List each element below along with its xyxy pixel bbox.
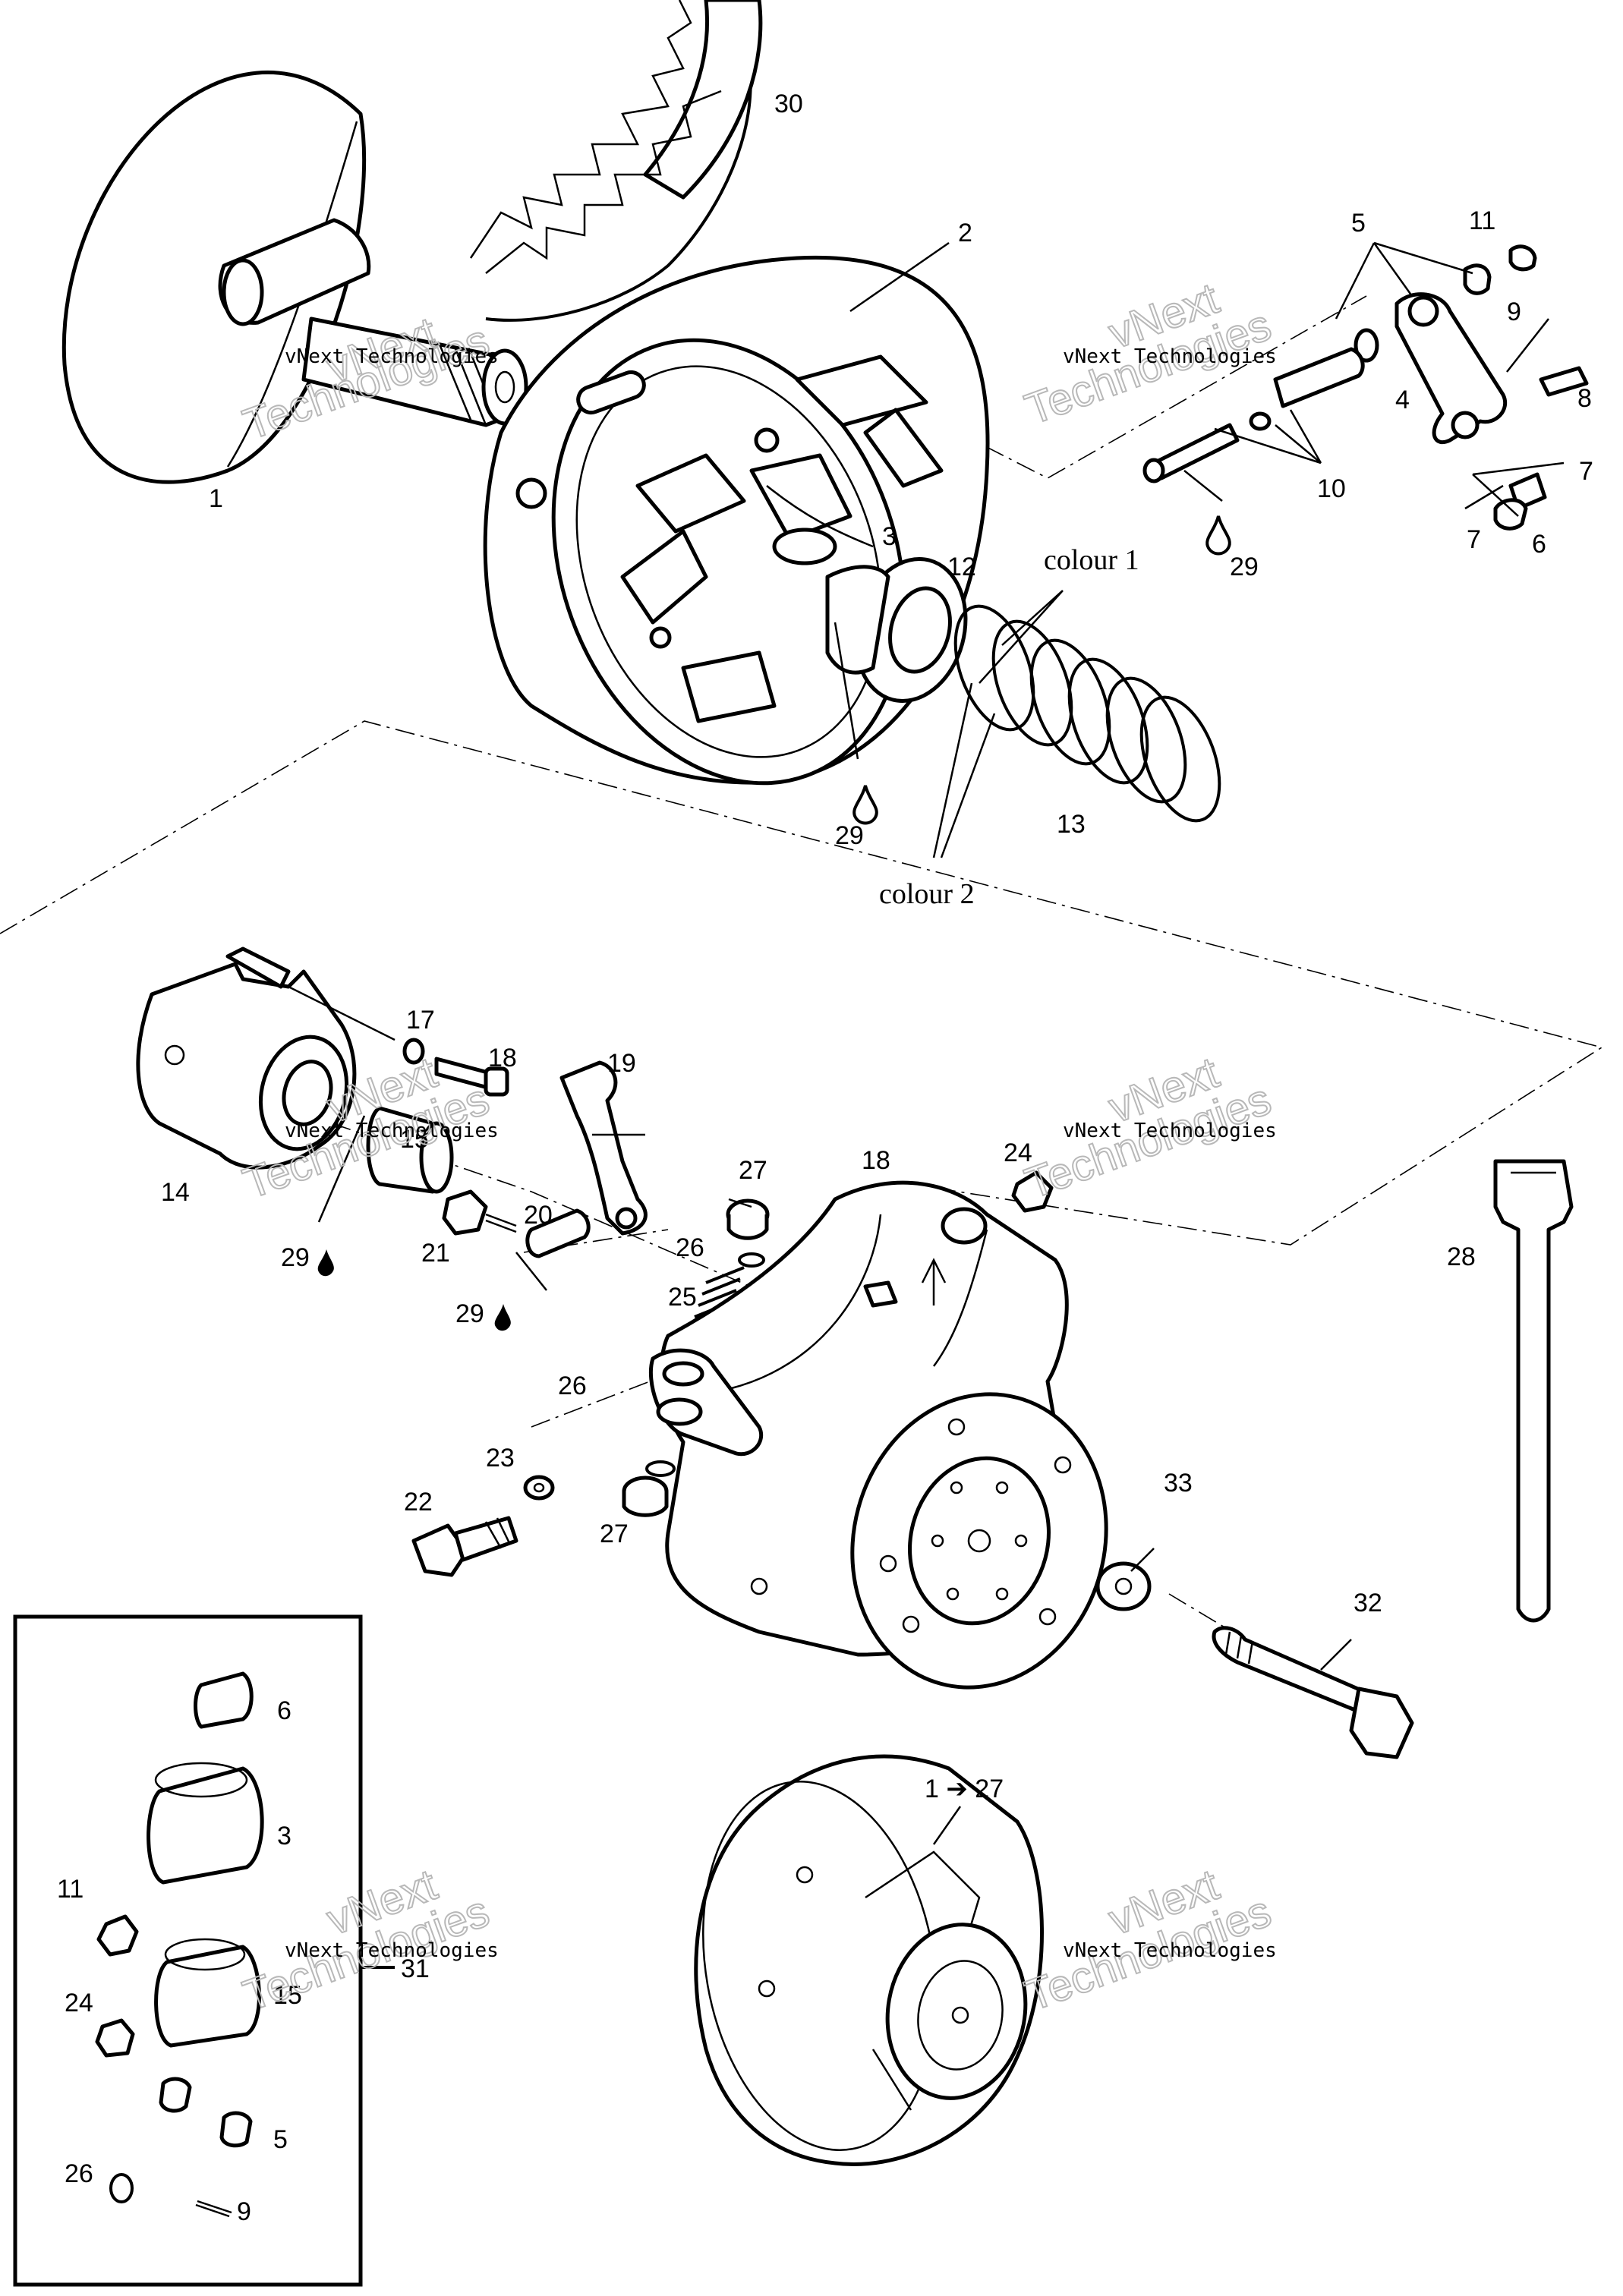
spring-cup-part [825, 556, 968, 704]
label-part-7-left: 7 [1467, 525, 1481, 554]
grease-drop-icon [494, 1304, 511, 1331]
svg-text:vNext Technologies: vNext Technologies [1063, 1120, 1277, 1142]
label-part-27-bottom: 27 [600, 1520, 629, 1548]
watermark-5: vNext Technologies vNext Technologies [236, 1859, 499, 2021]
label-part-27-top: 27 [739, 1156, 767, 1185]
grease-drop-icon [317, 1249, 334, 1277]
kit-item-9: 9 [237, 2197, 251, 2226]
label-part-33: 33 [1164, 1469, 1193, 1498]
label-colour-1: colour 1 [1044, 544, 1139, 576]
watermark-4: vNext Technologies vNext Technologies [1018, 1047, 1278, 1209]
kit-title: 31 [401, 1954, 430, 1983]
svg-text:vNext Technologies: vNext Technologies [285, 1939, 499, 1962]
part-labels: 1 2 3 4 5 6 7 7 8 9 10 11 12 13 14 15 17… [161, 90, 1593, 1803]
kit-item-6: 6 [277, 1696, 292, 1725]
kit-item-5: 5 [273, 2125, 288, 2154]
svg-text:vNext Technologies: vNext Technologies [1063, 345, 1277, 368]
label-part-7-right: 7 [1579, 457, 1593, 486]
spider-part [136, 946, 396, 1170]
svg-text:vNext Technologies: vNext Technologies [285, 1120, 499, 1142]
label-part-18-bolt: 18 [488, 1044, 517, 1072]
svg-text:vNext Technologies: vNext Technologies [1063, 1939, 1277, 1962]
roller-arm-linkage [1142, 244, 1589, 531]
kit-item-11: 11 [57, 1875, 84, 1904]
hardware-parts [411, 1159, 1574, 1759]
governor-cup-part [648, 1180, 1108, 1690]
label-part-15: 15 [400, 1125, 429, 1154]
label-part-29-b: 29 [835, 821, 864, 850]
kit-item-24: 24 [65, 1989, 93, 2017]
label-part-22: 22 [404, 1488, 433, 1516]
label-part-11: 11 [1469, 206, 1495, 235]
kit-item-15: 15 [273, 1981, 302, 2010]
label-part-2: 2 [958, 219, 972, 247]
kit-box [13, 1614, 395, 2287]
label-part-28: 28 [1447, 1242, 1476, 1271]
label-part-25: 25 [668, 1283, 697, 1312]
kit-item-3: 3 [277, 1822, 292, 1850]
spring-part [953, 604, 1221, 823]
assembled-clutch [694, 1754, 1044, 2166]
label-assembly: 1 ➔ 27 [925, 1775, 1004, 1803]
watermark-6: vNext Technologies vNext Technologies [1018, 1859, 1278, 2021]
lubricant-drop-icons [317, 515, 1231, 1331]
fixed-sheave-part [61, 71, 528, 484]
label-part-4: 4 [1395, 386, 1410, 414]
label-part-26-top: 26 [676, 1233, 704, 1262]
kit-item-26: 26 [65, 2159, 93, 2188]
label-part-20: 20 [524, 1201, 553, 1230]
label-part-32: 32 [1354, 1589, 1382, 1617]
watermark-2: vNext Technologies vNext Technologies [1018, 272, 1278, 435]
grease-drop-icon [1205, 515, 1231, 556]
kit-labels: 6 3 11 15 24 5 26 9 31 [57, 1696, 430, 2226]
label-part-1: 1 [209, 484, 223, 513]
label-part-24: 24 [1004, 1139, 1032, 1167]
label-part-30: 30 [774, 90, 803, 118]
label-part-12: 12 [947, 553, 976, 581]
label-part-13: 13 [1057, 810, 1086, 839]
label-part-21: 21 [421, 1239, 450, 1268]
label-part-29-a: 29 [1230, 553, 1259, 581]
label-part-18-cup: 18 [862, 1146, 890, 1175]
label-part-29-c: 29 [281, 1243, 310, 1272]
label-part-14: 14 [161, 1178, 190, 1207]
leader-lines [317, 241, 1565, 1845]
label-part-9: 9 [1507, 298, 1521, 326]
label-part-17: 17 [406, 1006, 435, 1035]
movable-sheave-part [483, 255, 990, 786]
spider-small-parts [366, 1038, 591, 1258]
drive-belt-part [469, 0, 763, 322]
label-colour-2: colour 2 [879, 878, 975, 910]
label-part-19: 19 [607, 1049, 636, 1078]
label-part-6: 6 [1532, 530, 1546, 559]
label-part-29-d: 29 [455, 1299, 484, 1328]
grease-drop-icon [852, 785, 878, 825]
weight-and-spring-parts [559, 1060, 770, 1517]
label-part-26-bottom: 26 [558, 1372, 587, 1400]
svg-text:vNext Technologies: vNext Technologies [285, 345, 499, 368]
label-part-23: 23 [486, 1444, 515, 1472]
label-part-5: 5 [1351, 209, 1366, 238]
label-part-3: 3 [882, 522, 897, 551]
label-part-10: 10 [1317, 474, 1346, 503]
label-part-8: 8 [1577, 384, 1592, 413]
